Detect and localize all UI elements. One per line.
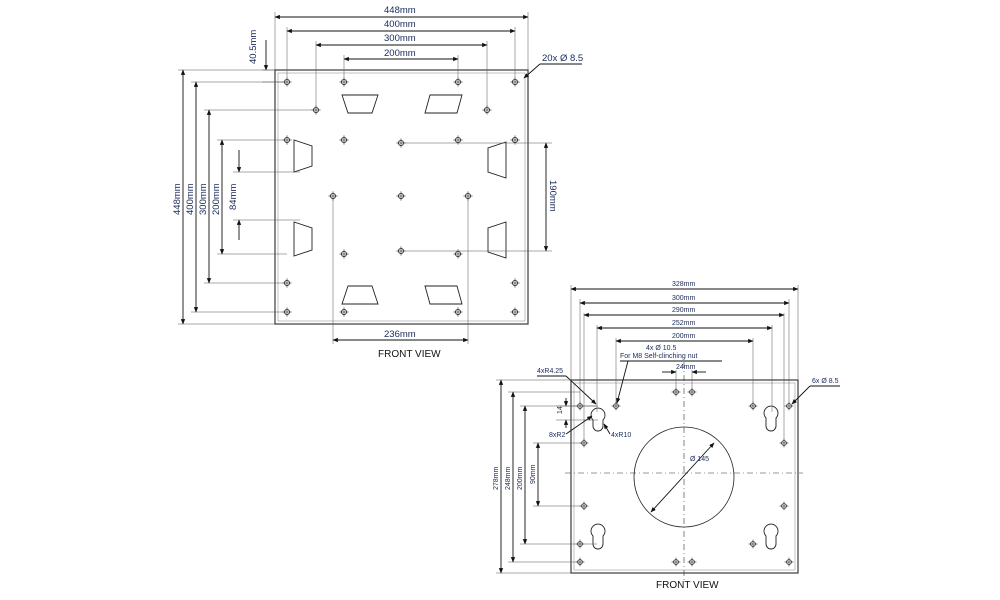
cutout-top-right (424, 94, 463, 114)
dim-200-width: 200mm (384, 48, 416, 59)
nut-callout: 4x Ø 10.5 For M8 Self-clinching nut (616, 345, 722, 404)
dim-24-group: 24mm (662, 364, 706, 392)
right-plate-outline (570, 379, 799, 574)
dim-300: 300mm (672, 295, 696, 302)
cutout-bottom-left (341, 285, 379, 305)
cutout-top-left (341, 94, 379, 114)
cutout-bottom-right (424, 285, 463, 305)
mounting-hole (339, 307, 349, 317)
keyhole-bottom-right (763, 523, 779, 550)
radius-4-25: 4xR4.25 (537, 368, 563, 375)
dim-236-group: 236mm (332, 196, 469, 344)
dim-40-5: 40.5mm (248, 30, 259, 64)
left-mounting-holes (282, 77, 520, 317)
dim-278: 278mm (493, 466, 500, 490)
mounting-hole (510, 307, 520, 317)
right-front-view: Ø 145 328mm 300mm 290mm 252m (493, 281, 840, 591)
hole-callout-6x-text: 6x Ø 8.5 (812, 378, 839, 385)
right-height-dimensions: 278mm 248mm 200mm 90mm (493, 379, 597, 574)
mounting-hole (339, 249, 349, 259)
mounting-hole (396, 191, 406, 201)
dim-14: 14 (557, 406, 564, 414)
right-plate-inner-edge (573, 382, 796, 571)
cutout-right-lower (487, 221, 507, 259)
left-caption: FRONT VIEW (378, 349, 441, 360)
dim-448-height: 448mm (172, 183, 183, 215)
left-plate-outline (274, 69, 529, 325)
mounting-hole (687, 557, 697, 567)
mounting-hole (671, 557, 681, 567)
dim-300-height: 300mm (198, 183, 209, 215)
dim-328: 328mm (672, 281, 696, 288)
dim-400-height: 400mm (185, 183, 196, 215)
dim-236: 236mm (384, 329, 416, 340)
keyhole-bottom-left (590, 523, 606, 550)
keyhole-top-left (590, 407, 606, 432)
dim-24: 24mm (676, 364, 696, 371)
nut-callout-line-2: For M8 Self-clinching nut (620, 353, 697, 360)
dim-300-width: 300mm (384, 33, 416, 44)
hole-callout-6x: 6x Ø 8.5 (791, 378, 840, 405)
right-caption: FRONT VIEW (656, 580, 719, 591)
keyhole-top-right (763, 405, 779, 432)
dim-200-height: 200mm (517, 466, 524, 490)
left-plate-inner-edge (277, 72, 526, 322)
nut-callout-line-1: 4x Ø 10.5 (646, 345, 676, 352)
keyholes (590, 405, 779, 550)
hole-callout-20x: 20x Ø 8.5 (523, 53, 583, 79)
mounting-hole (453, 307, 463, 317)
left-front-view: 448mm 400mm 300mm 200mm 40.5mm 20x Ø (172, 5, 583, 360)
cutout-right-upper (487, 141, 507, 179)
dim-190-group: 190mm (401, 142, 558, 252)
dim-40-5-group: 40.5mm (248, 30, 287, 83)
dim-248: 248mm (505, 466, 512, 490)
radius-2: 8xR2 (549, 432, 565, 439)
mounting-hole (748, 539, 758, 549)
mounting-hole (784, 557, 794, 567)
dim-84: 84mm (228, 184, 239, 210)
dim-290: 290mm (672, 307, 696, 314)
radius-10: 4xR10 (611, 432, 631, 439)
dim-190: 190mm (547, 180, 558, 212)
diameter-145: Ø 145 (690, 456, 709, 463)
mounting-hole (510, 278, 520, 288)
dim-200-height: 200mm (211, 183, 222, 215)
mounting-hole (339, 135, 349, 145)
dim-400-width: 400mm (384, 19, 416, 30)
cutout-left-upper (293, 139, 313, 173)
left-height-dimensions: 448mm 400mm 300mm 200mm 84mm (172, 69, 316, 325)
dim-448-width: 448mm (384, 5, 416, 16)
left-width-dimensions: 448mm 400mm 300mm 200mm (274, 5, 529, 110)
cutout-left-lower (293, 221, 313, 257)
dim-252: 252mm (672, 320, 696, 327)
dim-200-width: 200mm (672, 333, 696, 340)
right-width-dimensions: 328mm 300mm 290mm 252mm 200mm (570, 281, 799, 443)
dim-90: 90mm (530, 464, 537, 484)
hole-callout-text: 20x Ø 8.5 (542, 53, 583, 64)
mounting-hole (779, 501, 789, 511)
left-cutouts (293, 94, 507, 305)
